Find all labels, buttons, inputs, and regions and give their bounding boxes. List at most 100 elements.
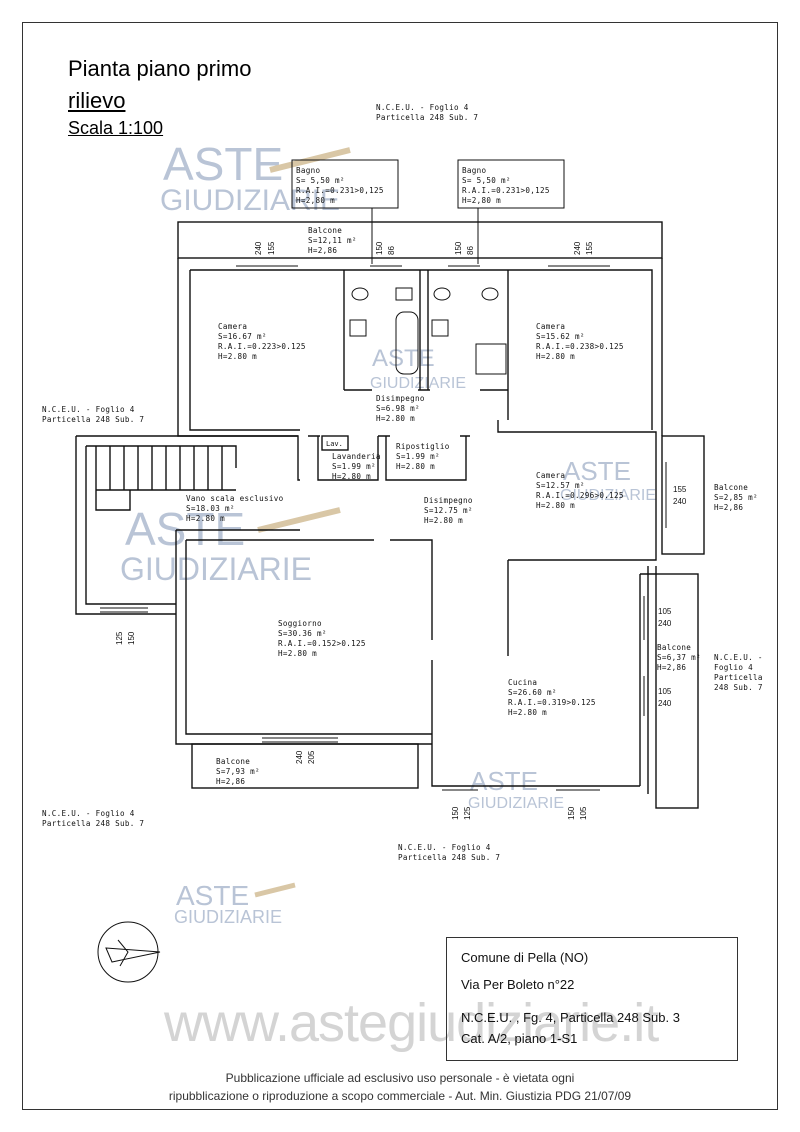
svg-text:Cucina: Cucina <box>508 678 537 687</box>
info-address: Via Per Boleto n°22 <box>461 977 575 992</box>
dimension-labels: 240 155 150 86 150 86 240 155 155 240 10… <box>115 241 687 820</box>
watermark-5: ASTE GIUDIZIARIE <box>468 766 564 812</box>
footer-line-1: Pubblicazione ufficiale ad esclusivo uso… <box>225 1071 575 1085</box>
svg-text:125: 125 <box>463 806 472 820</box>
svg-text:240: 240 <box>295 750 304 764</box>
svg-text:R.A.I.=0.319>0.125: R.A.I.=0.319>0.125 <box>508 698 596 707</box>
svg-text:240: 240 <box>573 241 582 255</box>
svg-text:105: 105 <box>658 607 672 616</box>
info-box: Comune di Pella (NO) Via Per Boleto n°22… <box>446 937 738 1061</box>
svg-text:Particella 248 Sub. 7: Particella 248 Sub. 7 <box>376 113 478 122</box>
svg-text:248 Sub. 7: 248 Sub. 7 <box>714 683 763 692</box>
svg-text:H=2,86: H=2,86 <box>714 503 743 512</box>
svg-text:H=2,86: H=2,86 <box>308 246 337 255</box>
neighbor-right: N.C.E.U. - Foglio 4 Particella 248 Sub. … <box>714 653 763 692</box>
svg-text:R.A.I.=0.231>0,125: R.A.I.=0.231>0,125 <box>296 186 384 195</box>
room-camera-1: Camera S=16.67 m² R.A.I.=0.223>0.125 H=2… <box>218 322 305 361</box>
svg-text:H=2,80 m: H=2,80 m <box>296 196 335 205</box>
svg-text:Particella: Particella <box>714 673 763 682</box>
plan-scale: Scala 1:100 <box>68 118 164 138</box>
footer-line-2: ripubblicazione o riproduzione a scopo c… <box>168 1089 632 1103</box>
svg-text:H=2.80 m: H=2.80 m <box>186 514 225 523</box>
svg-text:H=2.80 m: H=2.80 m <box>396 462 435 471</box>
svg-text:Balcone: Balcone <box>657 643 691 652</box>
svg-text:H=2.80 m: H=2.80 m <box>508 708 547 717</box>
svg-text:N.C.E.U. -: N.C.E.U. - <box>714 653 763 662</box>
svg-text:H=2.80 m: H=2.80 m <box>332 472 371 481</box>
svg-text:Camera: Camera <box>536 471 565 480</box>
svg-text:Camera: Camera <box>536 322 565 331</box>
svg-text:205: 205 <box>307 750 316 764</box>
svg-text:155: 155 <box>267 241 276 255</box>
svg-text:Camera: Camera <box>218 322 247 331</box>
svg-text:105: 105 <box>658 687 672 696</box>
svg-text:Particella 248 Sub. 7: Particella 248 Sub. 7 <box>398 853 500 862</box>
room-bagno-1: Bagno S= 5,50 m² R.A.I.=0.231>0,125 H=2,… <box>296 166 384 205</box>
svg-text:240: 240 <box>658 699 672 708</box>
room-cucina: Cucina S=26.60 m² R.A.I.=0.319>0.125 H=2… <box>508 678 596 717</box>
svg-text:Foglio 4: Foglio 4 <box>714 663 753 672</box>
lav-tag: Lav. <box>326 440 343 448</box>
room-balcone-top: Balcone S=12,11 m² H=2,86 <box>308 226 356 255</box>
svg-text:S=18.03 m²: S=18.03 m² <box>186 504 235 513</box>
svg-text:ASTE: ASTE <box>176 880 249 911</box>
room-balcone-right-1: Balcone S=2,85 m² H=2,86 <box>714 483 758 512</box>
watermark-3: ASTE GIUDIZIARIE <box>560 456 656 504</box>
svg-text:S=30.36 m²: S=30.36 m² <box>278 629 327 638</box>
room-balcone-bottom: Balcone S=7,93 m² H=2,86 <box>216 757 260 786</box>
svg-text:Soggiorno: Soggiorno <box>278 619 322 628</box>
room-camera-2: Camera S=15.62 m² R.A.I.=0.238>0.125 H=2… <box>536 322 624 361</box>
svg-text:R.A.I.=0.152>0.125: R.A.I.=0.152>0.125 <box>278 639 366 648</box>
svg-text:S=16.67 m²: S=16.67 m² <box>218 332 267 341</box>
svg-text:Bagno: Bagno <box>462 166 486 175</box>
room-ripostiglio: Ripostiglio S=1.99 m² H=2.80 m <box>396 442 450 471</box>
plan-title: Pianta piano primo <box>68 56 252 81</box>
svg-text:ASTE: ASTE <box>125 503 245 555</box>
svg-text:Particella 248 Sub. 7: Particella 248 Sub. 7 <box>42 819 144 828</box>
neighbor-bottom-center: N.C.E.U. - Foglio 4 Particella 248 Sub. … <box>398 843 500 862</box>
svg-text:Ripostiglio: Ripostiglio <box>396 442 450 451</box>
svg-text:GIUDIZIARIE: GIUDIZIARIE <box>120 551 312 587</box>
svg-text:Balcone: Balcone <box>216 757 250 766</box>
svg-text:86: 86 <box>387 246 396 255</box>
svg-text:H=2.80 m: H=2.80 m <box>424 516 463 525</box>
svg-text:ASTE: ASTE <box>563 456 631 486</box>
neighbor-left: N.C.E.U. - Foglio 4 Particella 248 Sub. … <box>42 405 144 424</box>
svg-text:150: 150 <box>567 806 576 820</box>
svg-text:150: 150 <box>454 241 463 255</box>
room-disimpegno-1: Disimpegno S=6.98 m² H=2.80 m <box>376 394 425 423</box>
watermark-6: ASTE GIUDIZIARIE <box>174 880 296 927</box>
svg-text:240: 240 <box>673 497 687 506</box>
neighbor-top-right: N.C.E.U. - Foglio 4 Particella 248 Sub. … <box>376 103 478 122</box>
watermark-2: ASTE GIUDIZIARIE <box>370 345 466 392</box>
windows <box>100 265 667 791</box>
bathroom-fixtures <box>349 287 507 375</box>
svg-text:Vano scala esclusivo: Vano scala esclusivo <box>186 494 284 503</box>
svg-text:ASTE: ASTE <box>163 138 283 190</box>
svg-text:GIUDIZIARIE: GIUDIZIARIE <box>370 375 466 392</box>
svg-text:105: 105 <box>579 806 588 820</box>
info-category: Cat. A/2, piano 1-S1 <box>461 1031 578 1046</box>
svg-text:S=6,37 m²: S=6,37 m² <box>657 653 701 662</box>
label-boxes <box>291 159 565 264</box>
north-arrow-icon <box>97 921 161 983</box>
svg-text:GIUDIZIARIE: GIUDIZIARIE <box>560 487 656 504</box>
watermark-4: ASTE GIUDIZIARIE <box>120 503 341 587</box>
svg-text:R.A.I.=0.238>0.125: R.A.I.=0.238>0.125 <box>536 342 624 351</box>
svg-text:N.C.E.U. - Foglio 4: N.C.E.U. - Foglio 4 <box>398 843 491 852</box>
svg-text:S=2,85 m²: S=2,85 m² <box>714 493 758 502</box>
svg-text:Particella 248 Sub. 7: Particella 248 Sub. 7 <box>42 415 144 424</box>
svg-text:S=12.57 m²: S=12.57 m² <box>536 481 585 490</box>
svg-text:H=2.80 m: H=2.80 m <box>278 649 317 658</box>
svg-text:240: 240 <box>254 241 263 255</box>
svg-text:S= 5,50 m²: S= 5,50 m² <box>296 176 345 185</box>
svg-text:H=2.80 m: H=2.80 m <box>218 352 257 361</box>
svg-text:S=26.60 m²: S=26.60 m² <box>508 688 557 697</box>
svg-text:S=15.62 m²: S=15.62 m² <box>536 332 585 341</box>
svg-text:240: 240 <box>658 619 672 628</box>
room-bagno-2: Bagno S= 5,50 m² R.A.I.=0.231>0,125 H=2,… <box>462 166 550 205</box>
svg-text:R.A.I.=0.231>0,125: R.A.I.=0.231>0,125 <box>462 186 550 195</box>
plan-subtitle: rilievo <box>68 88 126 113</box>
svg-text:H=2,86: H=2,86 <box>657 663 686 672</box>
